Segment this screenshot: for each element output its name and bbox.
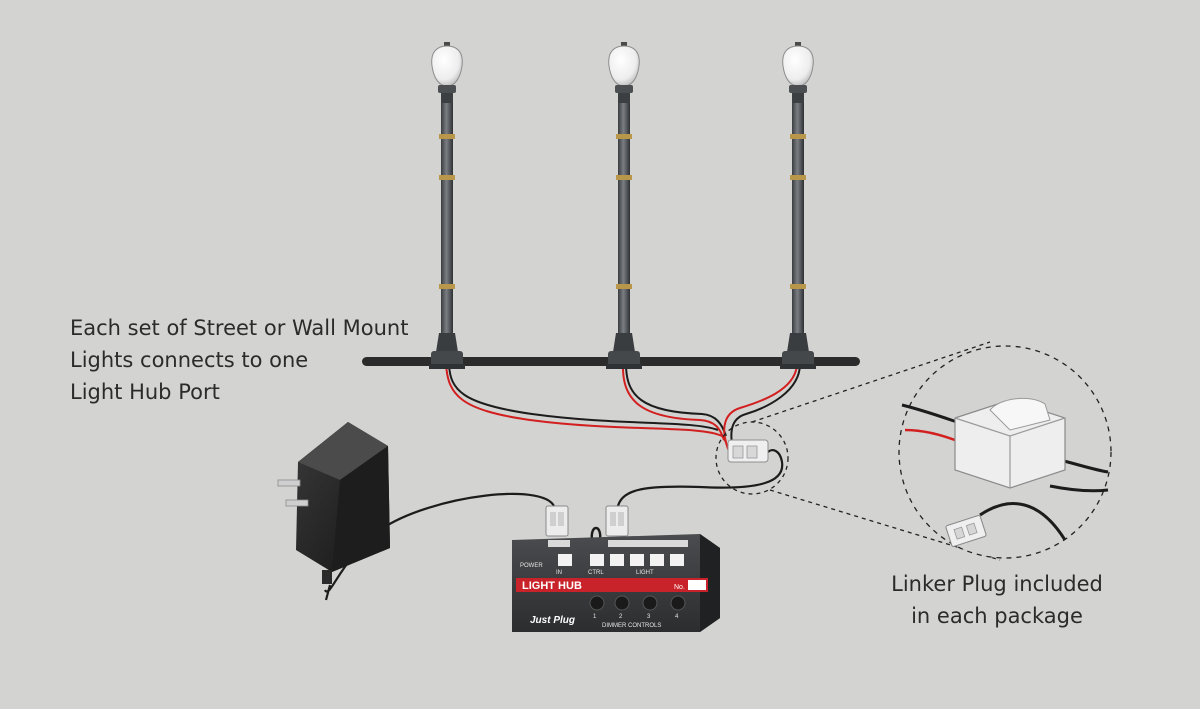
linker-plug-caption: Linker Plug included in each package [862, 568, 1132, 632]
power-input-connector [545, 505, 569, 537]
street-lamp-icon [605, 41, 643, 370]
light-hub: POWER IN CTRL LIGHT LIGHT HUB No. Just P… [512, 534, 720, 632]
dimmer-knob-2[interactable] [614, 595, 630, 611]
lamp3-red-wire [723, 363, 798, 443]
light-port-wire [615, 449, 784, 511]
adapter-wire [324, 492, 557, 593]
dimmer-number-4: 4 [675, 614, 679, 620]
dimmer-knob-4[interactable] [670, 595, 686, 611]
in-label: IN [556, 570, 562, 576]
caption-line: Linker Plug included [891, 572, 1103, 596]
dimmer-knob-1[interactable] [589, 595, 605, 611]
light-output-connector [605, 505, 629, 537]
power-label: POWER [520, 563, 543, 569]
street-lamp-icon [428, 41, 466, 370]
linker-plug-icon [727, 439, 769, 463]
brand-logo: Just Plug [530, 615, 575, 626]
caption-line: Lights connects to one [70, 348, 309, 372]
street-lamp-icon [779, 41, 817, 370]
caption-line: Each set of Street or Wall Mount [70, 316, 409, 340]
dimmer-number-1: 1 [593, 614, 597, 620]
power-adapter-icon [277, 422, 390, 584]
hub-title-banner [516, 578, 708, 592]
lamp2-red-wire [621, 363, 725, 441]
caption-line: in each package [911, 604, 1083, 628]
dimmer-number-2: 2 [619, 614, 623, 620]
light-label: LIGHT [636, 570, 654, 576]
dimmer-number-3: 3 [647, 614, 651, 620]
lamp1-red-wire [445, 363, 731, 453]
dimmer-controls-label: DIMMER CONTROLS [602, 623, 661, 629]
dimmer-knob-3[interactable] [642, 595, 658, 611]
hub-number-label: No. [674, 584, 685, 591]
hub-title: LIGHT HUB [522, 580, 582, 592]
ctrl-label: CTRL [588, 570, 604, 576]
lamp-connection-caption: Each set of Street or Wall Mount Lights … [70, 312, 430, 408]
zoom-detail-circle [898, 345, 1112, 559]
caption-line: Light Hub Port [70, 380, 220, 404]
